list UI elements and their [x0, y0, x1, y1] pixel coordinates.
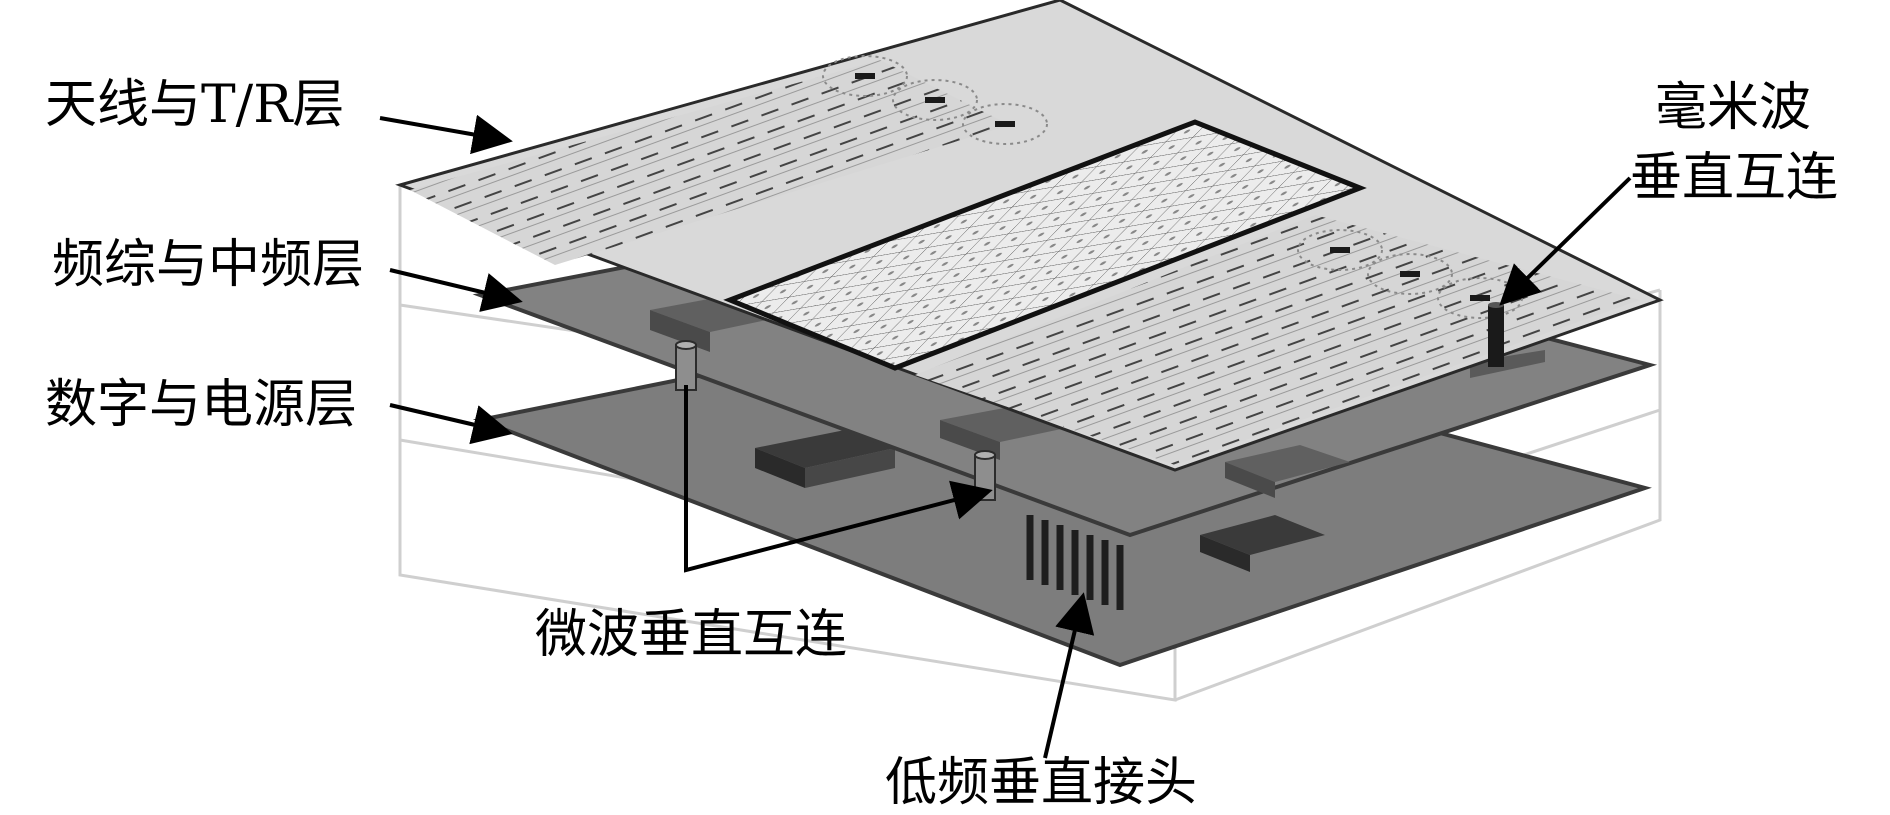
- arrow-freq-layer: [389, 268, 523, 312]
- via-ring: [1297, 229, 1383, 271]
- mmwave-post-cap: [1488, 302, 1504, 308]
- antenna-tr-board: [395, 0, 1664, 472]
- label-microwave-interconnect: 微波垂直互连: [535, 605, 847, 665]
- slot-antennas: [855, 73, 1490, 301]
- via-ring: [962, 103, 1048, 145]
- arrow-microwave: [684, 385, 993, 573]
- bottom-chip-left-side: [755, 448, 805, 488]
- via-ring: [1367, 253, 1453, 295]
- slot-antenna: [1400, 271, 1420, 277]
- mid-chip-c-top: [1225, 445, 1350, 482]
- mmwave-pad: [1470, 350, 1545, 378]
- frame-front-right: [1174, 290, 1662, 702]
- via-rings: [822, 55, 1523, 319]
- bottom-chip-left-front: [805, 448, 895, 488]
- label-mmwave-line2: 垂直互连: [1630, 148, 1838, 208]
- bottom-chip-right-side: [1200, 535, 1250, 572]
- low-frequency-pins: [1026, 515, 1124, 610]
- arrow-antenna-layer: [379, 114, 513, 155]
- via-ring: [892, 79, 978, 121]
- leader-arrows: [379, 114, 1632, 759]
- slot-antenna: [995, 121, 1015, 127]
- microwave-post-left-cap: [675, 340, 697, 350]
- mid-chip-a-side: [650, 310, 710, 352]
- arrow-digital-layer: [389, 403, 513, 445]
- label-lowfreq-connector: 低频垂直接头: [885, 753, 1197, 813]
- arrow-mmwave: [1499, 176, 1632, 306]
- antenna-array-right: [915, 215, 1640, 465]
- bottom-chip-right-top: [1200, 515, 1325, 555]
- label-antenna-tr-layer: 天线与T/R层: [45, 75, 344, 135]
- via-ring: [822, 55, 908, 97]
- label-freq-if-layer: 频综与中频层: [52, 235, 364, 295]
- microwave-post-right-cap: [974, 450, 996, 460]
- bottom-chip-left-top: [755, 430, 895, 468]
- label-digital-power-layer: 数字与电源层: [45, 375, 357, 435]
- label-mmwave-line1: 毫米波: [1655, 78, 1811, 138]
- arrow-lowfreq: [1043, 592, 1095, 759]
- slot-antenna: [1330, 247, 1350, 253]
- mmwave-post: [1488, 305, 1504, 367]
- tr-module-grid: [723, 119, 1367, 371]
- microwave-post-left: [675, 344, 697, 391]
- slot-antenna: [925, 97, 945, 103]
- mid-chip-c-side: [1225, 462, 1275, 498]
- slot-antenna: [855, 73, 875, 79]
- slot-antenna: [1470, 295, 1490, 301]
- antenna-array-left: [410, 60, 1010, 265]
